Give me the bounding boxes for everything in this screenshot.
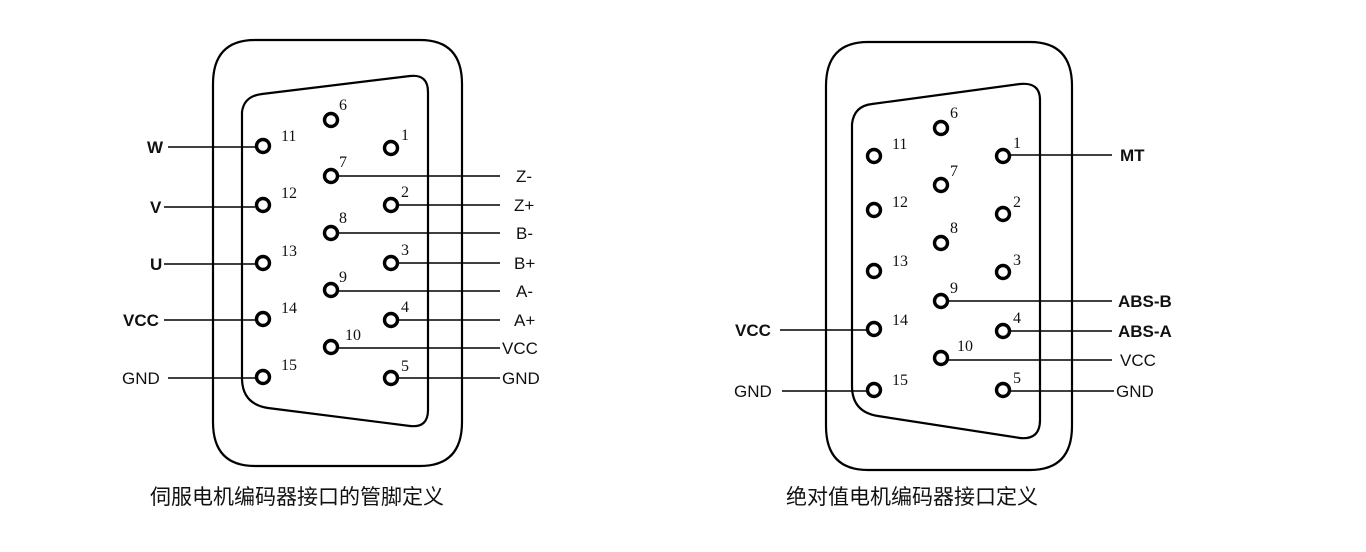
right-pin-15 xyxy=(865,381,883,399)
left-pin-4 xyxy=(382,311,400,329)
right-pin-4 xyxy=(994,322,1012,340)
left-pin-number: 1 xyxy=(401,127,409,144)
left-pin-number: 5 xyxy=(401,358,409,375)
right-pin-10 xyxy=(932,349,950,367)
right-pin-14 xyxy=(865,320,883,338)
left-pin-8 xyxy=(322,224,340,242)
left-label-U: U xyxy=(150,255,162,274)
left-pin-number: 9 xyxy=(339,269,347,286)
left-pin-number: 12 xyxy=(281,185,297,202)
right-connector-face xyxy=(850,82,1042,440)
left-pin-number: 6 xyxy=(339,97,347,114)
left-connector-shell xyxy=(211,38,464,468)
right-pin-number: 12 xyxy=(892,194,908,211)
left-pin-11 xyxy=(254,137,272,155)
right-pin-number: 7 xyxy=(950,163,958,180)
left-label-GND: GND xyxy=(122,369,160,388)
right-pin-number: 1 xyxy=(1013,135,1021,152)
left-label-VCC: VCC xyxy=(123,311,159,330)
right-pin-number: 10 xyxy=(957,338,973,355)
left-connector: 11 12 13 14 15 6 7 8 9 10 1 2 3 4 5 W V … xyxy=(122,38,540,509)
left-pin-number: 15 xyxy=(281,357,297,374)
left-pin-number: 13 xyxy=(281,243,297,260)
right-caption: 绝对值电机编码器接口定义 xyxy=(786,485,1038,509)
left-pin-6 xyxy=(322,111,340,129)
left-pin-number: 7 xyxy=(339,154,347,171)
right-pin-number: 2 xyxy=(1013,194,1021,211)
left-pin-1 xyxy=(382,139,400,157)
right-pin-number: 14 xyxy=(892,312,908,329)
right-pin-5 xyxy=(994,381,1012,399)
left-pin-13 xyxy=(254,254,272,272)
left-label-VCC-right: VCC xyxy=(502,339,538,358)
left-pin-number: 2 xyxy=(401,184,409,201)
left-label-A-plus: A+ xyxy=(514,311,535,330)
right-pin-number: 4 xyxy=(1013,310,1021,327)
left-pin-2 xyxy=(382,196,400,214)
left-label-B-plus: B+ xyxy=(514,254,535,273)
right-pin-number: 6 xyxy=(950,105,958,122)
right-label-MT: MT xyxy=(1120,146,1145,165)
left-pin-7 xyxy=(322,167,340,185)
left-pin-5 xyxy=(382,369,400,387)
right-pin-12 xyxy=(865,201,883,219)
left-pin-3 xyxy=(382,254,400,272)
left-label-A-minus: A- xyxy=(516,282,533,301)
right-label-VCC: VCC xyxy=(735,321,771,340)
right-label-GND: GND xyxy=(734,382,772,401)
right-connector-shell xyxy=(824,40,1074,472)
left-label-Z-minus: Z- xyxy=(516,167,532,186)
right-pin-number: 15 xyxy=(892,372,908,389)
right-pin-13 xyxy=(865,262,883,280)
right-pin-1 xyxy=(994,147,1012,165)
left-caption: 伺服电机编码器接口的管脚定义 xyxy=(150,485,444,509)
right-pin-number: 8 xyxy=(950,220,958,237)
left-connector-face xyxy=(240,74,430,428)
right-label-ABS-B: ABS-B xyxy=(1118,292,1172,311)
left-pin-number: 4 xyxy=(401,299,409,316)
right-label-VCC-right: VCC xyxy=(1120,351,1156,370)
left-pin-number: 8 xyxy=(339,210,347,227)
right-pin-2 xyxy=(994,205,1012,223)
right-pin-9 xyxy=(932,292,950,310)
left-pin-15 xyxy=(254,368,272,386)
right-connector: 11 12 13 14 15 6 7 8 9 10 1 2 3 4 5 VCC … xyxy=(734,40,1172,509)
right-pin-8 xyxy=(932,234,950,252)
left-pin-9 xyxy=(322,281,340,299)
right-label-GND-right: GND xyxy=(1116,382,1154,401)
right-pin-number: 13 xyxy=(892,253,908,270)
left-pin-number: 3 xyxy=(401,242,409,259)
right-pin-number: 11 xyxy=(892,136,907,153)
left-pin-10 xyxy=(322,338,340,356)
left-pin-number: 10 xyxy=(345,327,361,344)
left-label-Z-plus: Z+ xyxy=(514,196,534,215)
right-pin-11 xyxy=(865,147,883,165)
left-pin-number: 11 xyxy=(281,128,296,145)
right-pin-6 xyxy=(932,119,950,137)
left-label-B-minus: B- xyxy=(516,224,533,243)
right-pin-number: 5 xyxy=(1013,370,1021,387)
left-label-V: V xyxy=(150,198,162,217)
left-label-GND-right: GND xyxy=(502,369,540,388)
left-pin-number: 14 xyxy=(281,300,297,317)
left-label-W: W xyxy=(147,138,164,157)
right-pin-7 xyxy=(932,176,950,194)
right-pin-number: 3 xyxy=(1013,252,1021,269)
left-pin-14 xyxy=(254,310,272,328)
right-label-ABS-A: ABS-A xyxy=(1118,322,1172,341)
right-pin-3 xyxy=(994,263,1012,281)
right-pin-number: 9 xyxy=(950,280,958,297)
left-pin-12 xyxy=(254,196,272,214)
